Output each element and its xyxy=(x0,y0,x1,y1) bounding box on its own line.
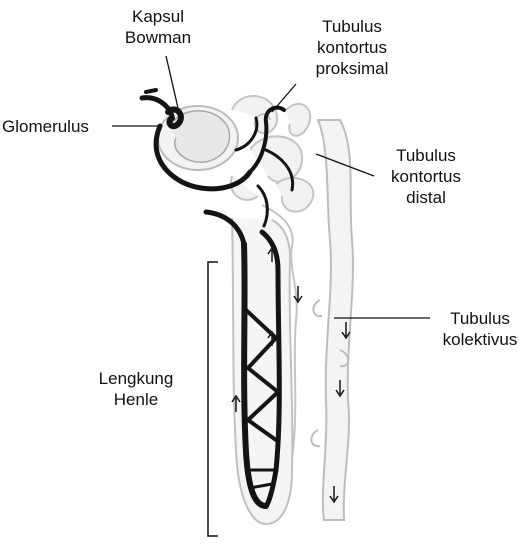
arrow-down-icon xyxy=(293,286,303,304)
leader-distal xyxy=(315,153,375,177)
loop-of-henle xyxy=(231,217,294,526)
henle-bracket xyxy=(207,261,218,537)
label-tubulus-kolektivus: Tubulus kolektivus xyxy=(442,309,518,349)
leader-proksimal xyxy=(271,83,297,113)
arrow-up-icon xyxy=(231,394,241,412)
label-tubulus-proksimal: Tubulus kontortus proksimal xyxy=(315,17,389,78)
label-kapsul-bowman: Kapsul Bowman xyxy=(124,7,192,47)
label-tubulus-distal: Tubulus kontortus distal xyxy=(391,146,461,207)
label-glomerulus: Glomerulus xyxy=(2,117,89,136)
leader-lines xyxy=(112,55,430,319)
arrow-up-icon xyxy=(267,330,277,346)
collecting-duct xyxy=(310,119,354,521)
arrow-up-icon xyxy=(267,246,277,262)
arrow-down-icon xyxy=(341,322,351,340)
leader-kapsul xyxy=(165,55,179,109)
label-lengkung-henle: Lengkung Henle xyxy=(98,369,174,409)
arrow-down-icon xyxy=(335,380,345,398)
flow-arrows xyxy=(231,246,351,504)
arrow-down-icon xyxy=(329,486,339,504)
